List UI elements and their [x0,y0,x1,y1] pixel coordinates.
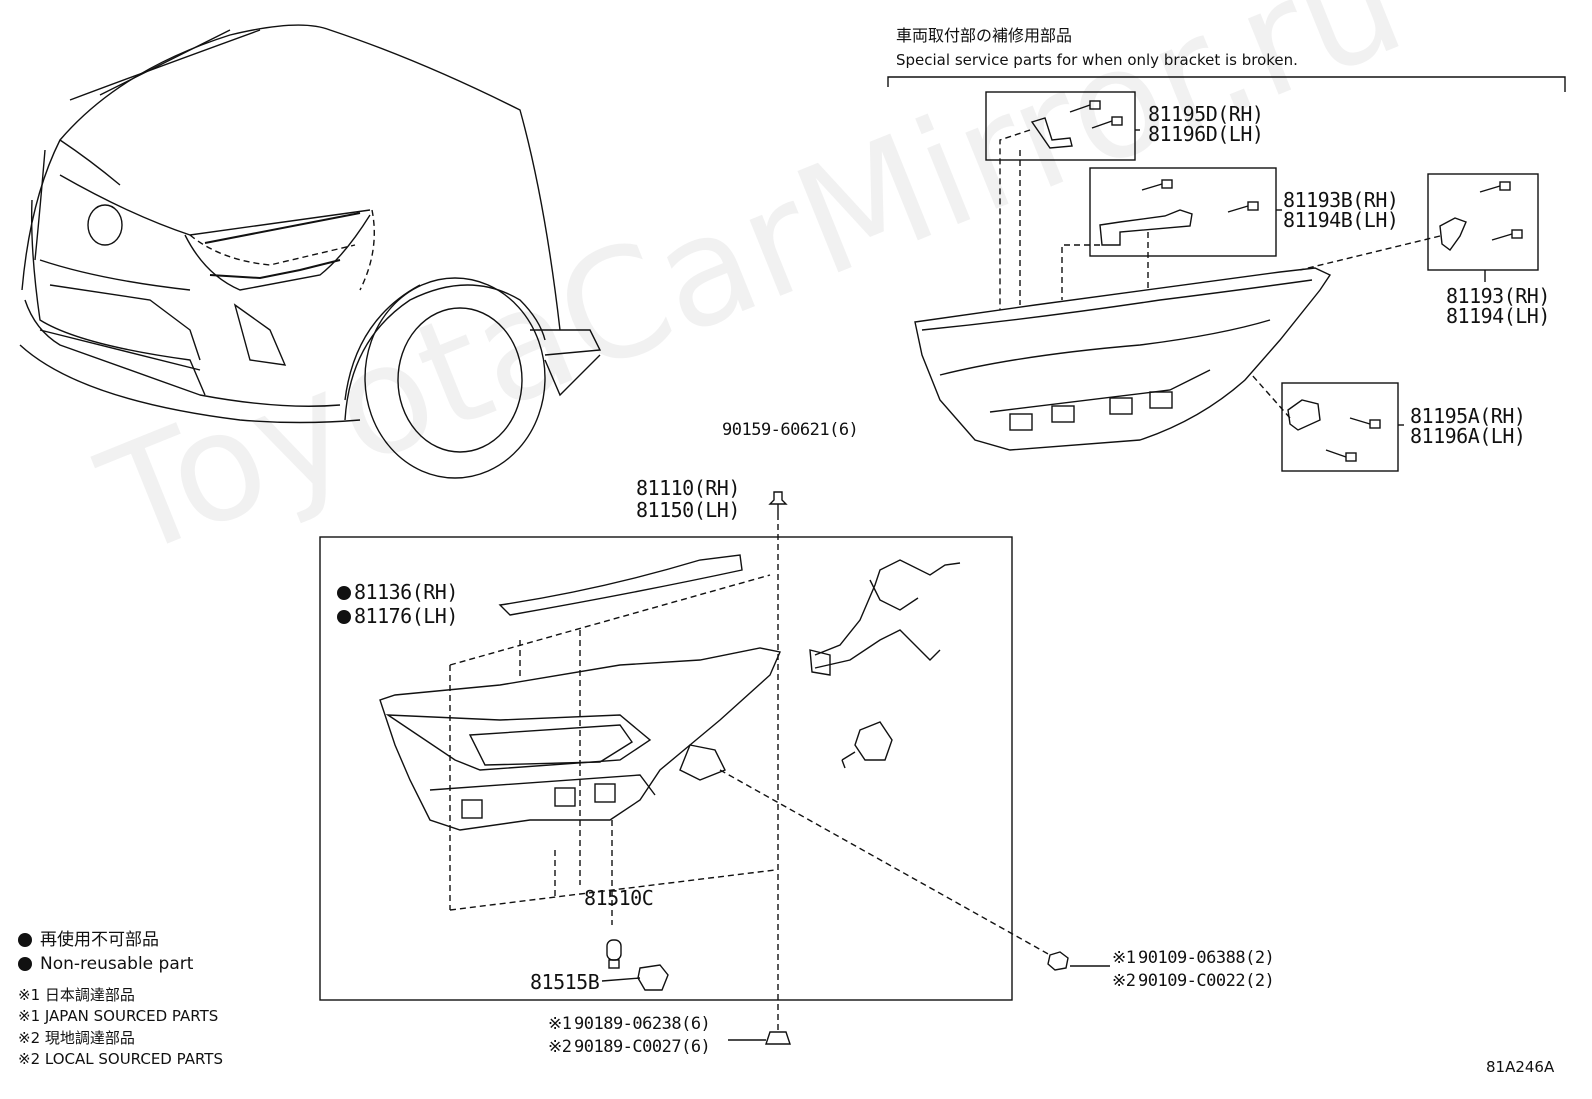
bolt-icon [1091,116,1123,129]
part-81136: 81136(RH) [354,580,458,604]
diagram-code: 81A246A [1486,1058,1555,1076]
part-81196a: 81196A(LH) [1410,424,1526,448]
part-81194b: 81194B(LH) [1283,208,1399,232]
part-81515b: 81515B [530,970,600,994]
mark-1-90189: ※1 [548,1014,572,1034]
nonreuse-bullet-81176 [337,610,351,624]
legend-nonreuse-jp: 再使用不可部品 [40,930,159,950]
bolt-icon [1479,181,1511,193]
part-90189-c0027: 90189-C0027(6) [574,1037,711,1057]
bracket-header-jp: 車両取付部の補修用部品 [896,26,1073,45]
bracket-service-group [887,76,1566,472]
screw-icon [768,491,788,514]
legend-local-en: ※2 LOCAL SOURCED PARTS [18,1050,223,1068]
bolt-icon [1141,179,1173,191]
part-90189-06238: 90189-06238(6) [574,1014,711,1034]
part-81193b: 81193B(RH) [1283,188,1399,212]
bulb-icon [606,939,622,969]
part-81194: 81194(LH) [1446,304,1550,328]
part-81510c: 81510C [584,886,654,910]
bolt-icon [1349,417,1381,429]
bracket-header-en: Special service parts for when only brac… [896,51,1298,69]
mark-2-90109: ※2 [1112,971,1136,991]
part-90109-06388: 90109-06388(2) [1138,948,1275,968]
part-81193: 81193(RH) [1446,284,1550,308]
headlamp-assembly-group [319,491,1110,1045]
legend-local-jp: ※2 現地調達部品 [18,1029,135,1047]
part-81195d: 81195D(RH) [1148,102,1264,126]
bolt-icon [1325,449,1357,462]
legend-bullet-en [18,957,32,971]
part-81110: 81110(RH) [636,476,740,500]
mark-1-90109: ※1 [1112,948,1136,968]
legend-bullet-jp [18,933,32,947]
legend-japan-jp: ※1 日本調達部品 [18,986,135,1004]
part-81150: 81150(LH) [636,498,740,522]
nonreuse-bullet-81136 [337,586,351,600]
part-81176: 81176(LH) [354,604,458,628]
part-81195a: 81195A(RH) [1410,404,1526,428]
bolt-icon [1069,100,1101,113]
mark-2-90189: ※2 [548,1037,572,1057]
vehicle-front-illustration [19,24,602,479]
part-90159-60621: 90159-60621(6) [722,420,859,440]
part-90109-c0022: 90109-C0022(2) [1138,971,1275,991]
bolt-icon [1227,201,1259,213]
clip-icon [765,1031,791,1045]
bolt-icon [1491,229,1523,241]
legend-japan-en: ※1 JAPAN SOURCED PARTS [18,1007,219,1025]
part-81196d: 81196D(LH) [1148,122,1264,146]
nut-icon [1047,951,1069,971]
socket-icon [637,964,669,991]
legend-nonreuse-en: Non-reusable part [40,954,194,974]
